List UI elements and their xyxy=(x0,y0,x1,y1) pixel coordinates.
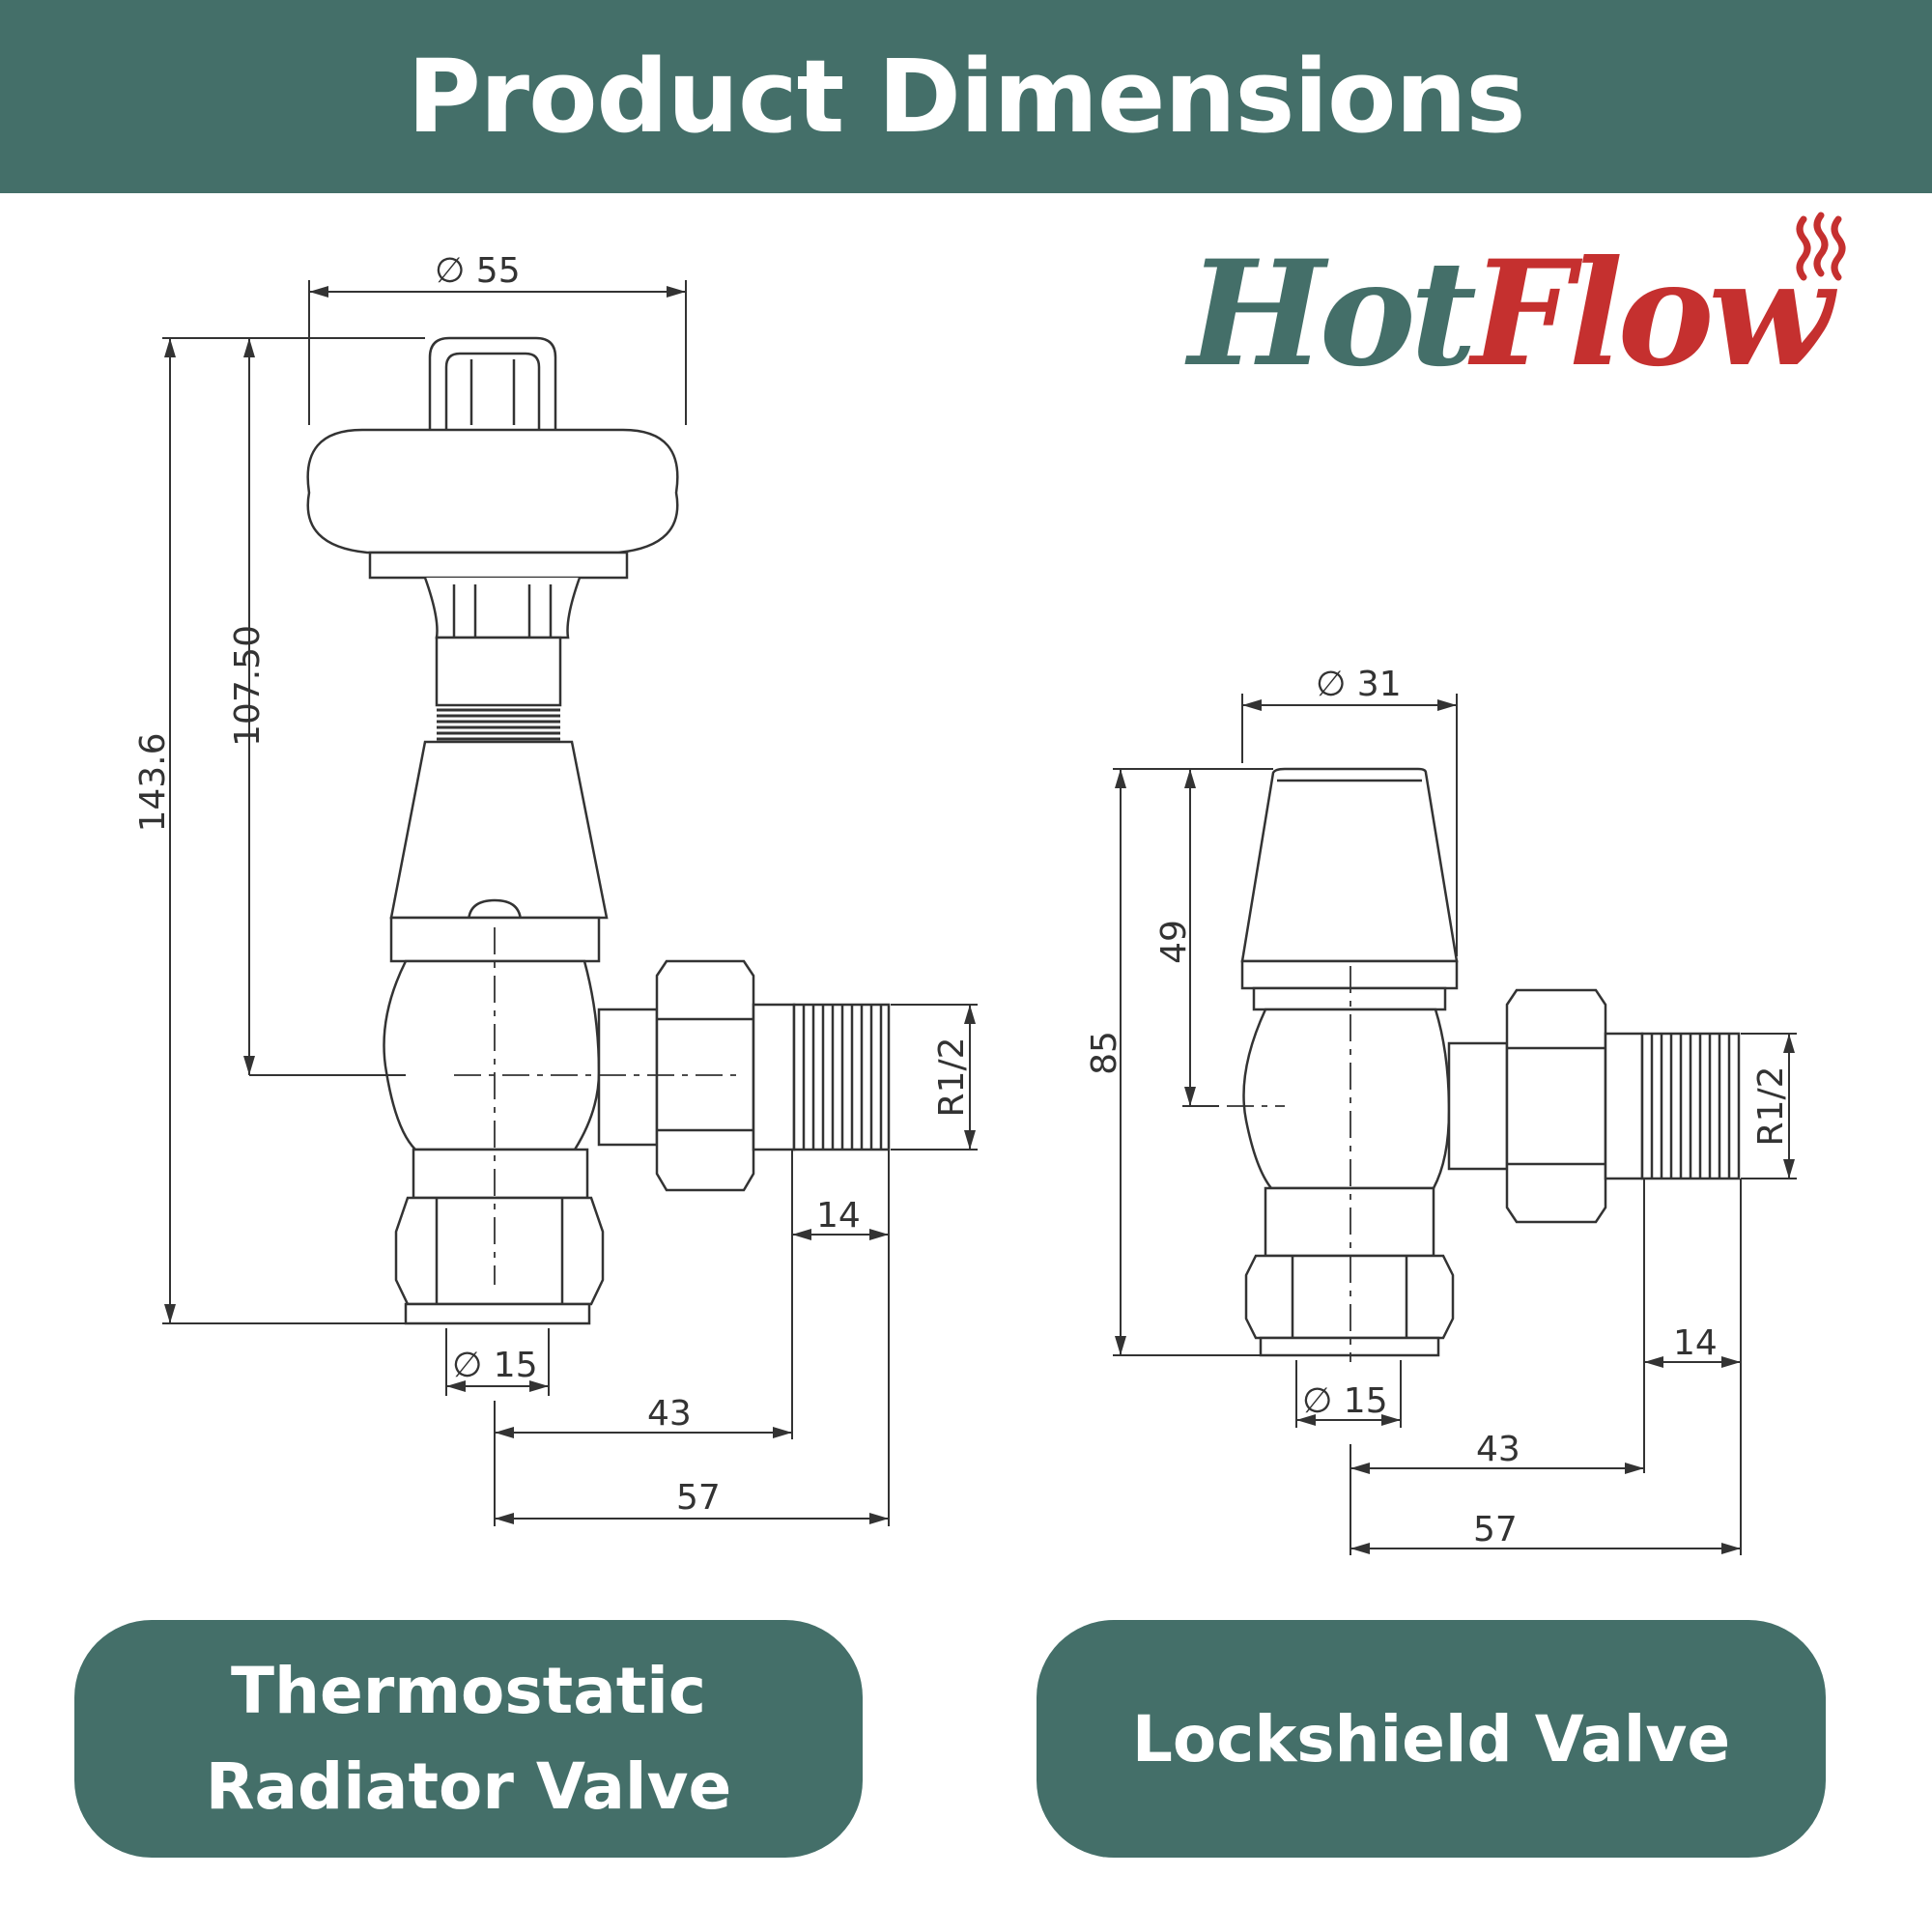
lockshield-centre-to-end: 57 xyxy=(1473,1510,1518,1549)
trv-pipe-diameter: ∅ 15 xyxy=(452,1346,538,1385)
lockshield-head-diameter: ∅ 31 xyxy=(1316,665,1402,704)
lockshield-label-pill: Lockshield Valve xyxy=(1037,1620,1826,1858)
header-bar: Product Dimensions xyxy=(0,0,1932,193)
lockshield-thread-length: 14 xyxy=(1673,1323,1718,1363)
trv-label: Thermostatic Radiator Valve xyxy=(206,1643,732,1834)
trv-label-line2: Radiator Valve xyxy=(205,1749,732,1824)
lockshield-thread: R1/2 xyxy=(1751,1066,1791,1147)
heat-waves-icon xyxy=(1796,212,1846,281)
lockshield-drawing xyxy=(1227,767,1741,1362)
trv-height-total: 143.6 xyxy=(133,732,173,832)
page-title: Product Dimensions xyxy=(407,38,1526,156)
hotflow-logo: HotFlow xyxy=(1188,208,1884,401)
lockshield-height-axis: 49 xyxy=(1154,920,1194,964)
trv-dimensions xyxy=(162,280,978,1526)
lockshield-centre-to-body: 43 xyxy=(1476,1430,1520,1469)
logo-flow: Flow xyxy=(1471,229,1833,399)
trv-label-line1: Thermostatic xyxy=(230,1654,707,1728)
trv-height-axis: 107.50 xyxy=(228,625,268,747)
lockshield-height-total: 85 xyxy=(1085,1031,1124,1075)
dimension-drawing: ∅ 55 143.6 107.50 R1/2 14 ∅ 15 43 57 xyxy=(133,251,1797,1555)
lockshield-pipe-diameter: ∅ 15 xyxy=(1302,1381,1388,1421)
lockshield-dimensions xyxy=(1113,694,1797,1555)
trv-centre-to-body: 43 xyxy=(647,1394,692,1434)
trv-thread: R1/2 xyxy=(932,1037,972,1118)
trv-dimension-labels: ∅ 55 143.6 107.50 R1/2 14 ∅ 15 43 57 xyxy=(133,251,972,1518)
logo-wordmark: HotFlow xyxy=(1188,242,1833,386)
lockshield-dimension-labels: ∅ 31 85 49 R1/2 14 ∅ 15 43 57 xyxy=(1085,665,1791,1549)
logo-hot: Hot xyxy=(1188,229,1477,399)
trv-head-diameter: ∅ 55 xyxy=(435,251,521,291)
trv-drawing xyxy=(306,336,891,1325)
trv-label-pill: Thermostatic Radiator Valve xyxy=(74,1620,863,1858)
lockshield-label: Lockshield Valve xyxy=(1131,1701,1731,1776)
trv-centre-to-end: 57 xyxy=(676,1478,721,1518)
trv-thread-length: 14 xyxy=(816,1196,861,1236)
